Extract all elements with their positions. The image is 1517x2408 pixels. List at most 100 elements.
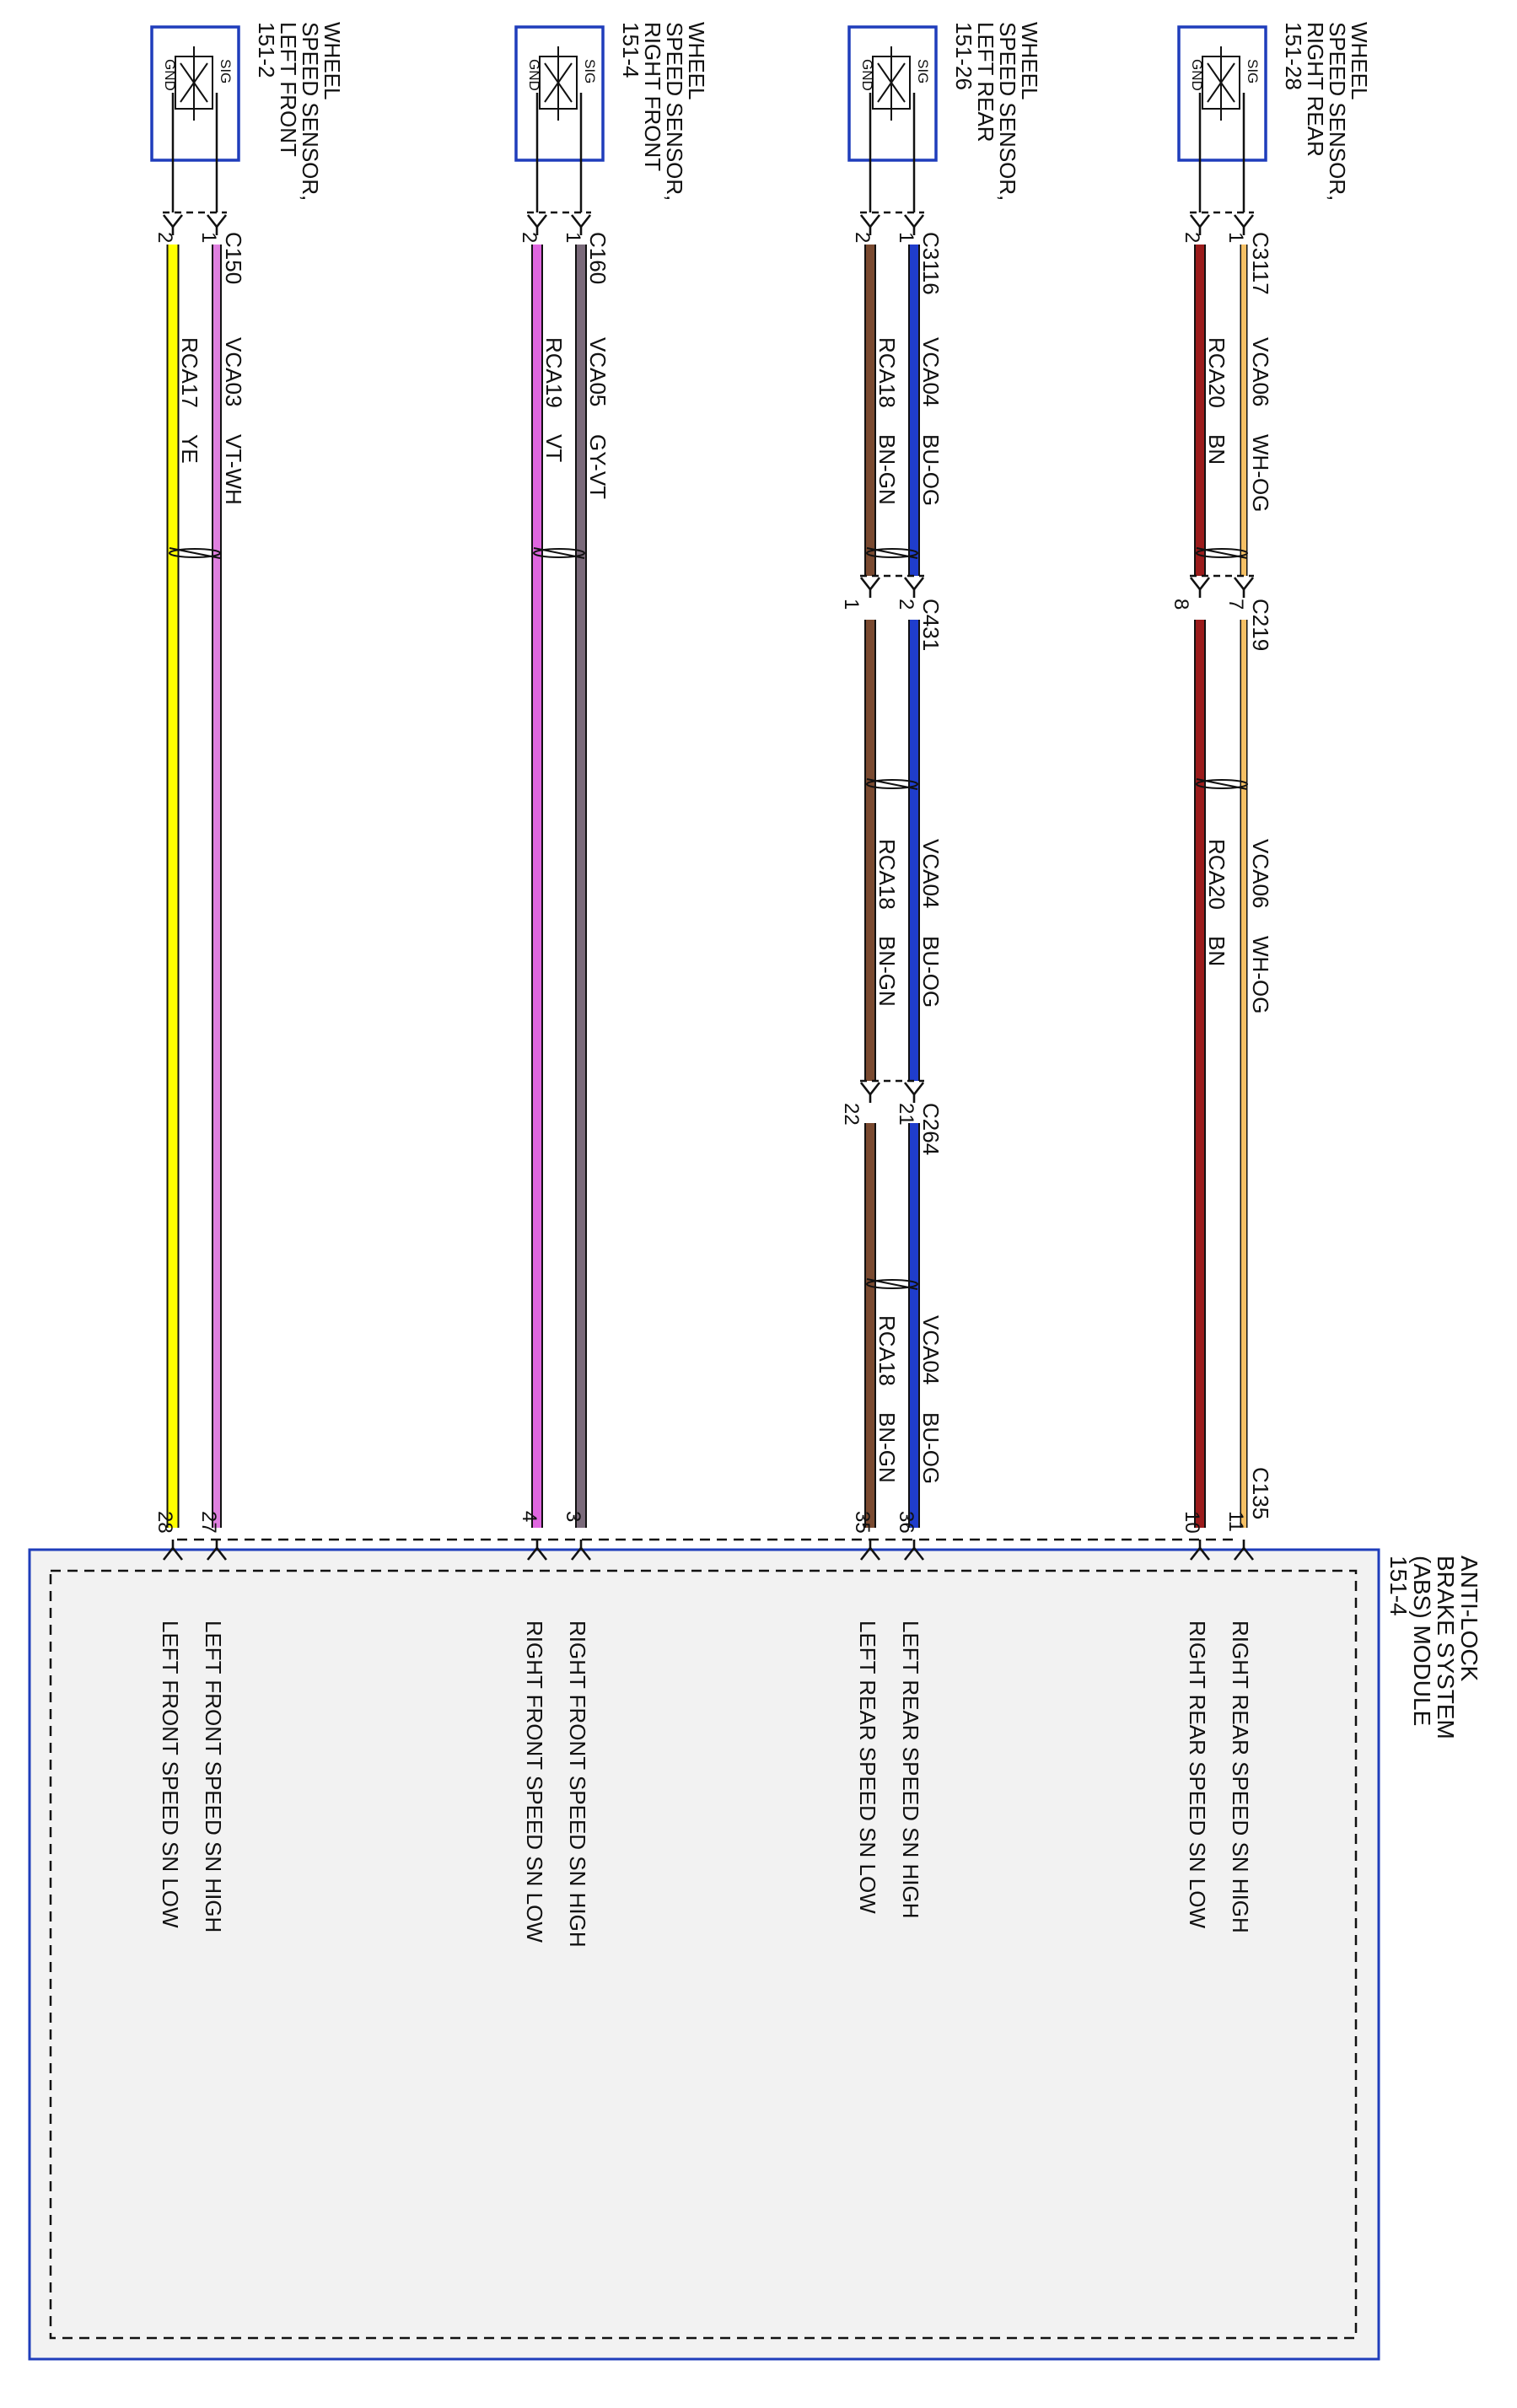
pin-sig: 1 bbox=[1224, 232, 1247, 243]
connector-c150: C150 1 2 bbox=[153, 211, 246, 284]
module-pin-sig-label: RIGHT FRONT SPEED SN HIGH bbox=[565, 1621, 590, 1948]
module-pin-sig-label: RIGHT REAR SPEED SN HIGH bbox=[1228, 1621, 1253, 1933]
module-pin-gnd: 10 bbox=[1181, 1511, 1203, 1534]
module-pin-sig: 27 bbox=[197, 1511, 220, 1534]
sensor-left-front: GND SIG WHEEL SPEED SENSOR, LEFT FRONT 1… bbox=[150, 22, 345, 212]
pin-sig: 1 bbox=[197, 232, 220, 243]
module-pin-sig-label: LEFT FRONT SPEED SN HIGH bbox=[201, 1621, 226, 1932]
module-pin-sig: 11 bbox=[1224, 1511, 1247, 1532]
connector-c3117: C3117 1 2 bbox=[1181, 211, 1273, 295]
twisted-pair-marker bbox=[1196, 547, 1248, 790]
module-pin-sig-label: LEFT REAR SPEED SN HIGH bbox=[898, 1621, 923, 1919]
sensor-title-line-4: 151-4 bbox=[618, 22, 643, 78]
sensor-title-line-2: SPEED SENSOR, bbox=[662, 22, 687, 201]
pin-sig: 21 bbox=[895, 1103, 917, 1126]
sensor-title-line-1: WHEEL bbox=[1017, 22, 1042, 99]
wire-color-label: BN-GN bbox=[874, 1412, 900, 1483]
wire-circuit-label: VCA05 bbox=[585, 337, 611, 406]
pin-sig: 1 bbox=[895, 232, 917, 243]
wire-color-label: VT-WH bbox=[221, 434, 246, 505]
sensor-title-line-3: RIGHT REAR bbox=[1303, 22, 1328, 157]
wire-circuit-label: RCA18 bbox=[874, 1315, 900, 1386]
sensor-body bbox=[1177, 25, 1267, 162]
module-pin-gnd-label: RIGHT REAR SPEED SN LOW bbox=[1185, 1621, 1210, 1928]
wire-color-label: BU-OG bbox=[918, 1412, 944, 1484]
wire-circuit-label: RCA17 bbox=[177, 337, 202, 408]
wire-circuit-label: RCA20 bbox=[1204, 337, 1229, 408]
abs-module-inner-border bbox=[49, 1569, 1358, 2340]
wire-circuit-label: VCA04 bbox=[918, 839, 944, 908]
sensor-sig-label: SIG bbox=[1245, 59, 1261, 83]
pin-gnd: 2 bbox=[851, 232, 874, 243]
twisted-pair-marker bbox=[169, 547, 221, 559]
sensor-title-line-1: WHEEL bbox=[684, 22, 709, 99]
wire-circuit-label: RCA18 bbox=[874, 337, 900, 408]
circuit-left-front: GND SIG WHEEL SPEED SENSOR, LEFT FRONT 1… bbox=[150, 22, 345, 1932]
wire-circuit-label: VCA06 bbox=[1248, 839, 1273, 908]
pin-gnd: 2 bbox=[518, 232, 541, 243]
wire-circuit-label: RCA20 bbox=[1204, 839, 1229, 910]
module-pin-gnd: 35 bbox=[851, 1511, 874, 1534]
wire-rca19: RCA19 VT bbox=[531, 245, 567, 1528]
circuit-left-rear: GND SIG WHEEL SPEED SENSOR, LEFT REAR 15… bbox=[840, 22, 1042, 1919]
wire-vca05: VCA05 GY-VT bbox=[575, 245, 611, 1528]
module-pins: 3 4 RIGHT FRONT SPEED SN HIGH RIGHT FRON… bbox=[518, 1511, 592, 1948]
wire-circuit-label: VCA04 bbox=[918, 337, 944, 406]
pin-gnd: 2 bbox=[153, 232, 176, 243]
sensor-gnd-label: GND bbox=[859, 59, 875, 91]
wire-color-label: BN bbox=[1204, 936, 1229, 966]
sensor-title-line-2: SPEED SENSOR, bbox=[298, 22, 323, 201]
connector-c160: C160 1 2 bbox=[518, 211, 611, 284]
sensor-title-line-4: 151-28 bbox=[1281, 22, 1306, 90]
module-pins: 27 28 LEFT FRONT SPEED SN HIGH LEFT FRON… bbox=[153, 1511, 228, 1932]
sensor-left-rear: GND SIG WHEEL SPEED SENSOR, LEFT REAR 15… bbox=[847, 22, 1042, 212]
pin-sig: 7 bbox=[1224, 599, 1247, 610]
pin-gnd: 22 bbox=[840, 1103, 863, 1126]
connector-c3116: C3116 1 2 bbox=[851, 211, 944, 295]
wire-color-label: BN-GN bbox=[874, 434, 900, 505]
wire-vca04: VCA04 BU-OG bbox=[908, 245, 944, 1528]
pin-sig: 1 bbox=[562, 232, 584, 243]
module-pin-sig: 36 bbox=[895, 1511, 917, 1534]
sensor-right-rear: GND SIG WHEEL SPEED SENSOR, RIGHT REAR 1… bbox=[1177, 22, 1372, 212]
pin-sig: 2 bbox=[895, 599, 917, 610]
sensor-title-line-2: SPEED SENSOR, bbox=[995, 22, 1020, 201]
sensor-title-line-3: LEFT REAR bbox=[973, 22, 998, 142]
sensor-title-line-2: SPEED SENSOR, bbox=[1325, 22, 1350, 201]
pin-gnd: 8 bbox=[1170, 599, 1192, 610]
connector-name: C219 bbox=[1248, 599, 1273, 651]
sensor-sig-label: SIG bbox=[582, 59, 598, 83]
module-title-line-4: 151-4 bbox=[1385, 1556, 1412, 1616]
connector-name: C150 bbox=[221, 232, 246, 284]
wire-color-label: BU-OG bbox=[918, 434, 944, 506]
module-pin-gnd-label: LEFT REAR SPEED SN LOW bbox=[855, 1621, 880, 1914]
circuit-right-front: GND SIG WHEEL SPEED SENSOR, RIGHT FRONT … bbox=[514, 22, 709, 1948]
connector-name: C160 bbox=[585, 232, 611, 284]
wire-rca17: RCA17 YE bbox=[166, 245, 202, 1528]
module-title-line-2: BRAKE SYSTEM bbox=[1433, 1556, 1459, 1739]
module-title-line-1: ANTI-LOCK bbox=[1456, 1556, 1482, 1682]
sensor-gnd-label: GND bbox=[1189, 59, 1205, 91]
sensor-title-line-1: WHEEL bbox=[320, 22, 345, 99]
abs-module-outline bbox=[28, 1548, 1380, 2361]
sensor-title-line-3: RIGHT FRONT bbox=[640, 22, 665, 171]
wire-color-label: BN-GN bbox=[874, 936, 900, 1007]
wire-color-label: BN bbox=[1204, 434, 1229, 465]
module-pins: 36 35 LEFT REAR SPEED SN HIGH LEFT REAR … bbox=[851, 1511, 925, 1919]
wire-color-label: BU-OG bbox=[918, 936, 944, 1008]
connector-name: C3117 bbox=[1248, 232, 1273, 295]
connector-c219: C219 7 8 bbox=[1170, 574, 1273, 651]
connector-c264: C264 21 22 bbox=[840, 1079, 944, 1155]
wire-vca04-segment-3-labels: VCA04 BU-OG RCA18 BN-GN bbox=[874, 1315, 944, 1484]
wire-color-label: WH-OG bbox=[1248, 936, 1273, 1013]
wire-circuit-label: RCA19 bbox=[541, 337, 567, 408]
connector-name: C431 bbox=[918, 599, 944, 651]
connector-c431: C431 2 1 bbox=[840, 574, 944, 651]
wire-rca18: RCA18 BN-GN bbox=[864, 245, 900, 1528]
module-pin-gnd-label: LEFT FRONT SPEED SN LOW bbox=[158, 1621, 183, 1928]
module-pin-gnd: 4 bbox=[518, 1511, 541, 1522]
twisted-pair-marker bbox=[533, 547, 585, 559]
wire-color-label: WH-OG bbox=[1248, 434, 1273, 512]
module-connector-name: C135 bbox=[1248, 1467, 1273, 1519]
